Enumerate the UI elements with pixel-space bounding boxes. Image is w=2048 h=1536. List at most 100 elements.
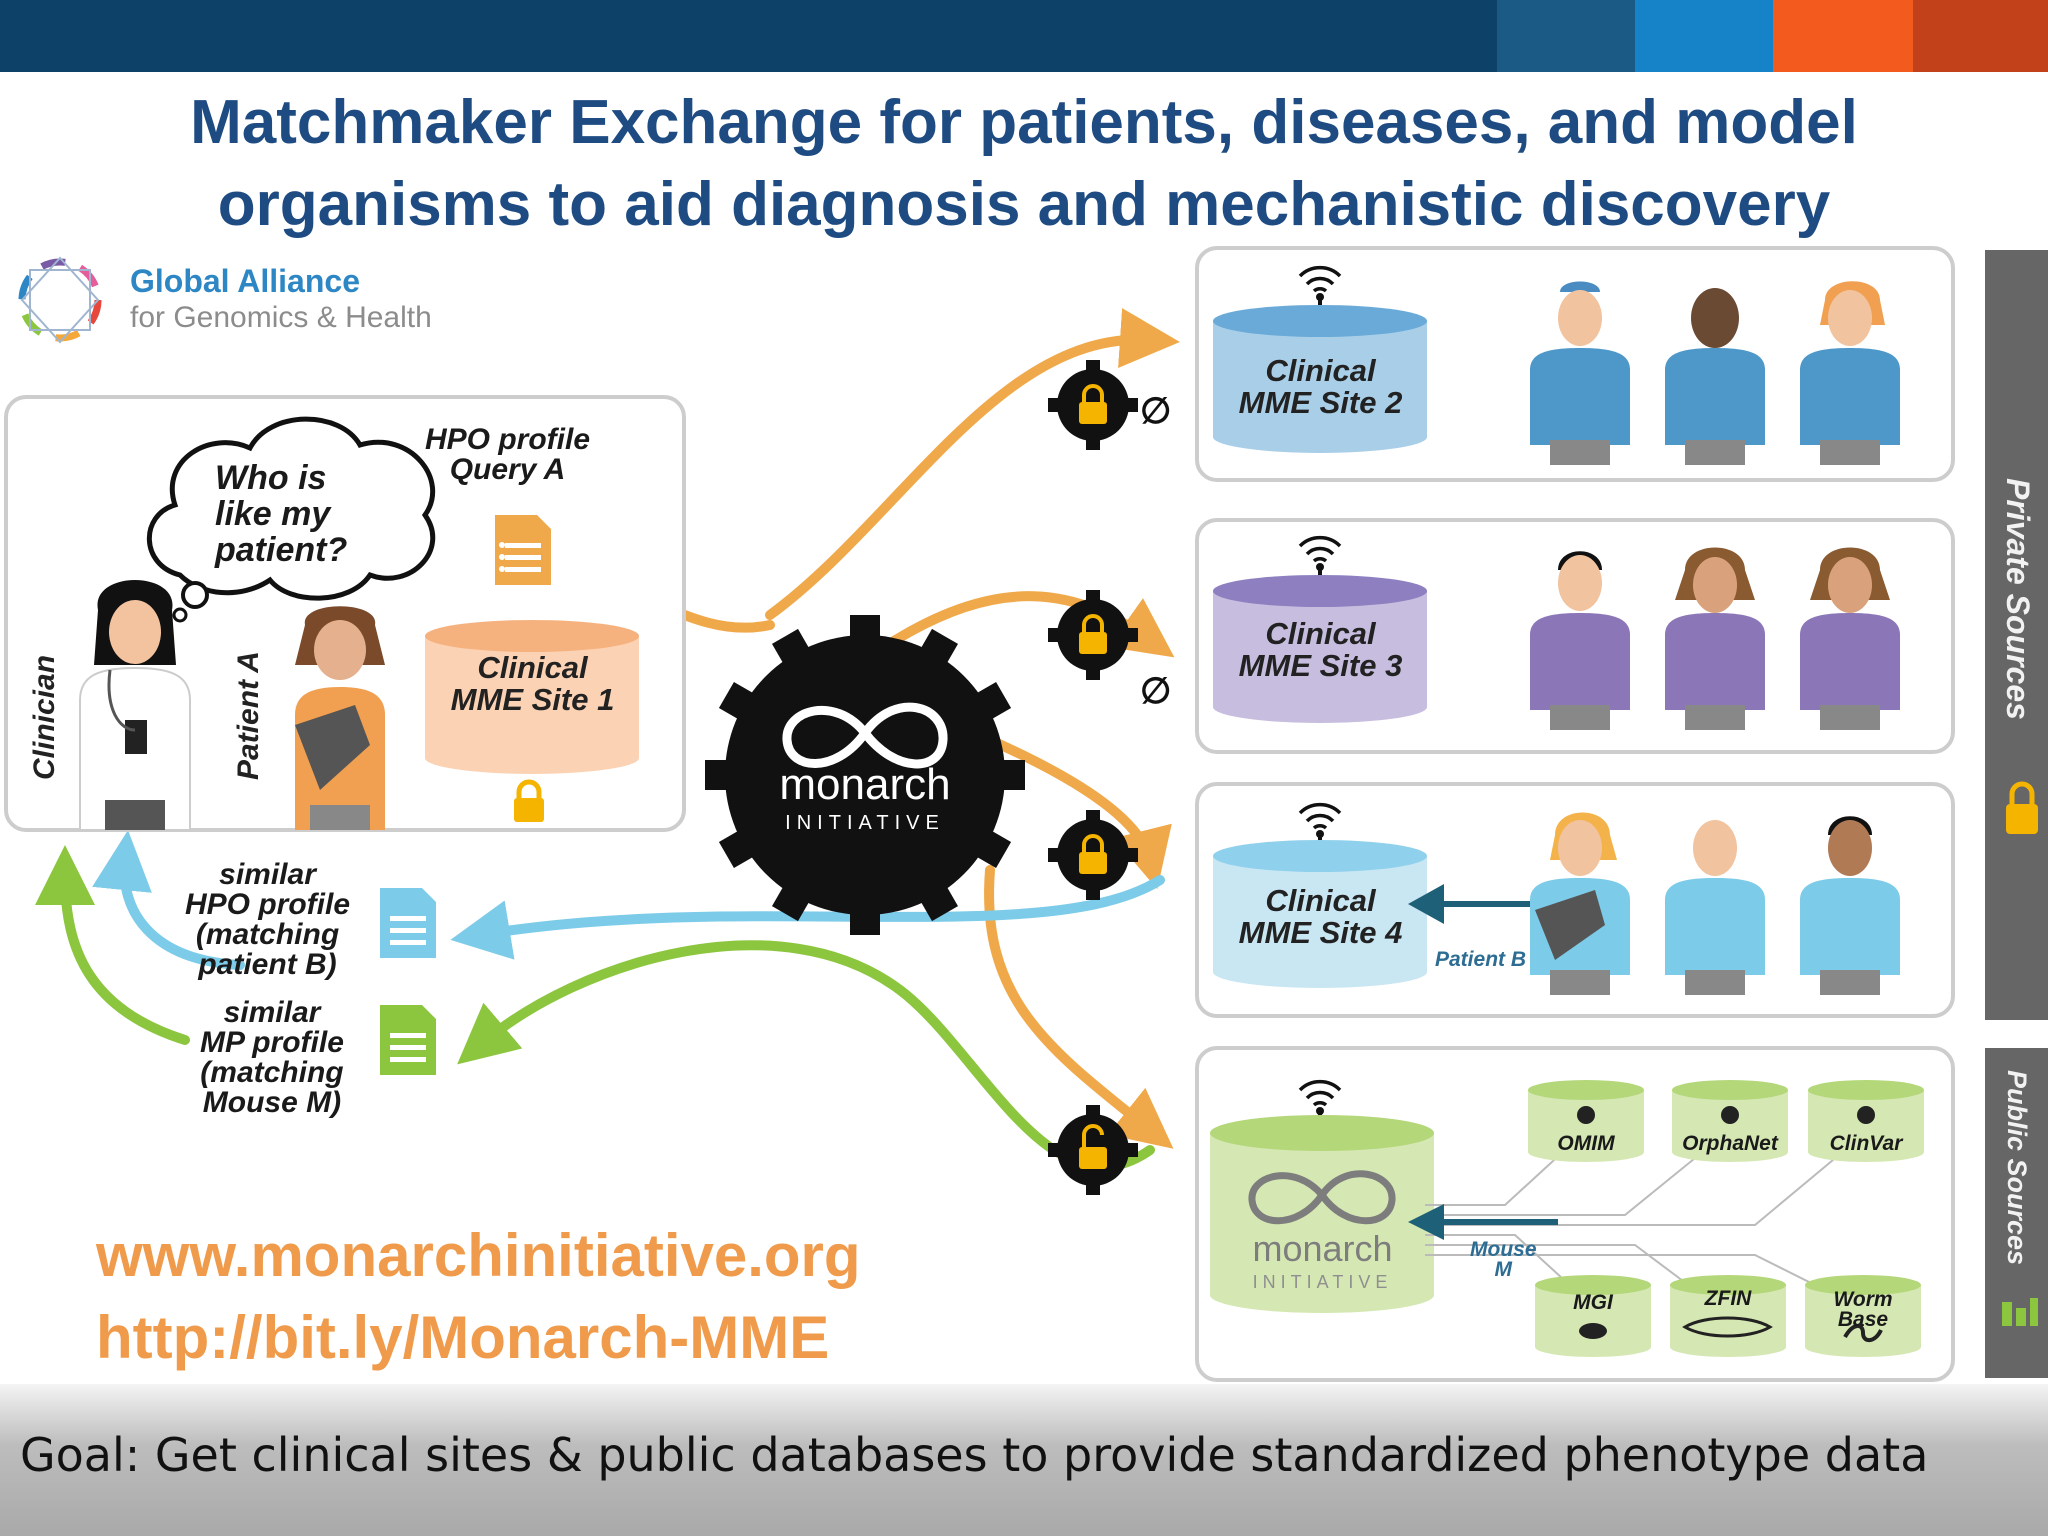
site-4-database — [1213, 840, 1427, 988]
site-label-line: MME Site 3 — [1238, 648, 1403, 683]
thought-line: Who is — [215, 459, 327, 497]
site-2-database — [1213, 305, 1427, 453]
urls: www.monarchinitiative.org http://bit.ly/… — [96, 1215, 861, 1379]
person-icon — [1665, 288, 1765, 465]
mouse-label-line: M — [1494, 1258, 1513, 1281]
bitly-url-link[interactable]: http://bit.ly/Monarch-MME — [96, 1304, 830, 1371]
document-icon — [380, 888, 436, 958]
goal-text: Goal: Get clinical sites & public databa… — [20, 1428, 1929, 1482]
blue-to-clinician — [92, 830, 245, 970]
person-icon — [1665, 820, 1765, 995]
green-to-clinician — [35, 845, 190, 1045]
site-label-line: Clinical — [1265, 883, 1376, 918]
site-3-label: Clinical MME Site 3 — [1213, 618, 1428, 682]
mp-result-label: similar MP profile (matching Mouse M) — [200, 998, 344, 1118]
result-line: similar — [219, 858, 316, 891]
mouse-m-arrow — [1408, 1204, 1558, 1240]
monarch-url-link[interactable]: www.monarchinitiative.org — [96, 1222, 861, 1289]
null-symbol: ∅ — [1140, 390, 1172, 431]
site-label-line: MME Site 4 — [1238, 915, 1403, 950]
site-3-database — [1213, 575, 1427, 723]
query-line: Query A — [449, 453, 566, 486]
orphanet-label: OrphaNet — [1682, 1132, 1778, 1155]
wormbase-database — [1805, 1275, 1921, 1357]
open-lock-icon — [2002, 1298, 2038, 1326]
private-sources-bar — [1985, 250, 2048, 1020]
lock-icon — [2006, 781, 2038, 834]
lock-icon — [514, 779, 544, 822]
top-bar-segment — [1497, 0, 1635, 72]
result-line: Mouse M) — [202, 1086, 342, 1119]
arrow-to-site-4 — [985, 735, 1172, 890]
clinvar-database — [1808, 1080, 1924, 1162]
result-line: MP profile — [200, 1026, 344, 1059]
hub-name: monarch — [779, 760, 951, 809]
zebrafish-icon — [1682, 1316, 1773, 1338]
site-1-database — [425, 620, 639, 774]
person-icon — [1530, 812, 1630, 995]
mgi-label: MGI — [1573, 1291, 1613, 1314]
monarch-db-sub: INITIATIVE — [1252, 1272, 1393, 1292]
zfin-label: ZFIN — [1704, 1287, 1752, 1310]
person-icon — [1530, 281, 1630, 465]
bottom-bar — [0, 1384, 2048, 1536]
top-bar-segment — [1913, 0, 2048, 72]
person-icon — [1800, 281, 1900, 465]
wifi-icon — [1298, 265, 1342, 310]
worm-icon — [1843, 1324, 1883, 1343]
mouse-label-line: Mouse — [1470, 1238, 1537, 1261]
document-icon — [380, 1005, 436, 1075]
monarch-database — [1210, 1115, 1434, 1313]
omim-label: OMIM — [1557, 1132, 1615, 1155]
null-symbol: ∅ — [1140, 670, 1172, 711]
top-bar — [0, 0, 2048, 72]
person-icon — [1800, 816, 1900, 995]
hub-sub: INITIATIVE — [785, 812, 945, 834]
patient-a-figure — [295, 606, 385, 830]
arrow-to-site-2 — [765, 308, 1180, 620]
result-line: similar — [223, 996, 321, 1029]
person-icon — [1800, 547, 1900, 730]
gear-lock-icon — [1048, 590, 1138, 680]
monarch-db-name: monarch — [1252, 1228, 1393, 1269]
site-1-label: Clinical MME Site 1 — [425, 652, 640, 716]
wormbase-label: Worm Base — [1808, 1289, 1918, 1331]
gear-lock-icon — [1048, 810, 1138, 900]
slide-title: Matchmaker Exchange for patients, diseas… — [0, 82, 2048, 246]
wifi-icon — [1298, 535, 1342, 580]
gear-unlock-icon — [1048, 1105, 1138, 1195]
document-icon — [495, 515, 551, 585]
gear-lock-icon — [1048, 360, 1138, 450]
mouse-icon — [1579, 1323, 1607, 1339]
site-label-line: MME Site 2 — [1238, 385, 1403, 420]
orphanet-database — [1672, 1080, 1788, 1162]
thought-line: patient? — [215, 531, 348, 569]
clinvar-label: ClinVar — [1829, 1132, 1903, 1155]
clinician-label: Clinician — [28, 654, 61, 780]
site-2-label: Clinical MME Site 2 — [1213, 355, 1428, 419]
thought-line: like my — [215, 495, 331, 533]
top-bar-segment — [1773, 0, 1913, 72]
public-sources-label: Public Sources — [2002, 1070, 2032, 1266]
result-line: (matching — [200, 1056, 344, 1089]
hpo-query-label: HPO profile Query A — [425, 425, 590, 485]
site-label-line: Clinical — [1265, 353, 1376, 388]
result-line: patient B) — [198, 948, 337, 981]
global-alliance-text: Global Alliance for Genomics & Health — [130, 262, 432, 336]
zfin-database — [1670, 1275, 1786, 1357]
person-icon — [1530, 551, 1630, 730]
thought-bubble — [146, 416, 436, 623]
site-label-line: Clinical — [477, 650, 588, 685]
logo-line-2: for Genomics & Health — [130, 301, 432, 334]
result-line: (matching — [195, 918, 340, 951]
patient-b-label: Patient B — [1435, 948, 1527, 971]
private-sources-label: Private Sources — [2000, 478, 2036, 720]
site-4-label: Clinical MME Site 4 — [1213, 885, 1428, 949]
query-line: HPO profile — [425, 423, 591, 456]
mgi-database — [1535, 1275, 1651, 1357]
wormbase-line: Base — [1837, 1308, 1889, 1331]
thought-text: Who is like my patient? — [215, 460, 347, 568]
title-line-2: organisms to aid diagnosis and mechanist… — [217, 170, 1831, 239]
top-bar-segment — [1635, 0, 1773, 72]
patient-a-label: Patient A — [232, 651, 265, 780]
